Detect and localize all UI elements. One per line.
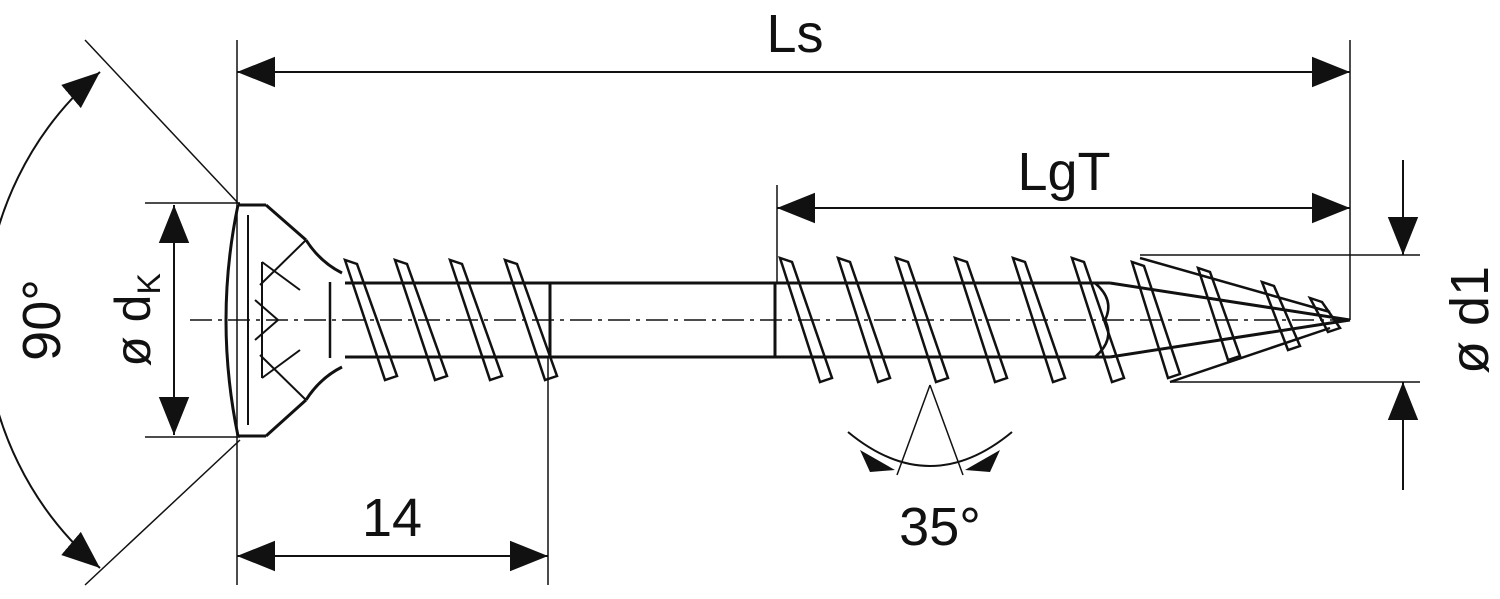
screw-shank bbox=[345, 281, 1110, 359]
label-head-diameter-sub: K bbox=[131, 273, 167, 294]
dimension-thread-diameter: ø d1 bbox=[1140, 160, 1500, 490]
label-ls: Ls bbox=[766, 4, 823, 64]
thread-flight bbox=[393, 258, 449, 382]
thread-flight bbox=[953, 256, 1009, 384]
label-head-diameter-main: ø d bbox=[105, 295, 161, 367]
thread-flight bbox=[503, 258, 559, 382]
thread-flight bbox=[343, 258, 399, 382]
thread-flight bbox=[1070, 256, 1126, 384]
thread-flight bbox=[1196, 266, 1242, 362]
dimension-ls: Ls bbox=[236, 4, 1351, 585]
label-thread-diameter: ø d1 bbox=[1440, 266, 1500, 374]
screw-threads bbox=[343, 256, 1342, 384]
dimension-thread-angle: 35° bbox=[847, 384, 1013, 557]
dimension-head-diameter: ø dK bbox=[105, 202, 240, 438]
dimension-shank-14: 14 bbox=[237, 357, 549, 585]
screw-head bbox=[224, 203, 343, 438]
label-head-angle: 90° bbox=[12, 279, 72, 361]
label-head-diameter: ø dK bbox=[105, 273, 167, 367]
thread-flight bbox=[836, 256, 892, 384]
thread-flight bbox=[894, 256, 950, 384]
thread-flight bbox=[1259, 279, 1302, 352]
dimension-lgt: LgT bbox=[776, 142, 1350, 283]
screw-tip bbox=[1109, 256, 1351, 384]
screw-outline bbox=[190, 203, 1351, 438]
thread-flight bbox=[1130, 260, 1182, 380]
thread-flight bbox=[778, 256, 834, 384]
label-thread-angle: 35° bbox=[899, 497, 981, 557]
thread-flight bbox=[1307, 295, 1342, 334]
thread-flight bbox=[448, 258, 504, 382]
thread-flight bbox=[1011, 256, 1067, 384]
label-14: 14 bbox=[362, 488, 422, 548]
label-lgt: LgT bbox=[1017, 142, 1110, 202]
dimension-head-angle: 90° bbox=[0, 39, 241, 586]
